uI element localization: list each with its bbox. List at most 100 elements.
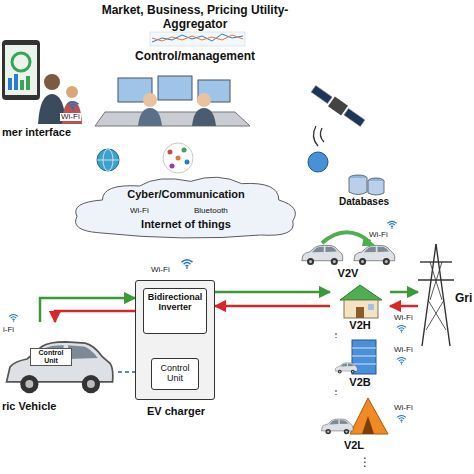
wifi-label: Wi-Fi: [60, 113, 81, 121]
node-label: Control Unit: [152, 363, 198, 384]
node-text: ric Vehicle: [2, 400, 56, 413]
communication-cloud: Cyber/CommunicationWi-Fi BluetoothInterne…: [70, 172, 302, 242]
network-icons: [97, 160, 119, 161]
cloud-outline: [70, 172, 302, 242]
customer-phone-and-people: [14, 74, 18, 90]
control-room-operators: [192, 108, 216, 126]
grid-tower: [426, 300, 444, 330]
connector: [215, 305, 330, 308]
house: [356, 307, 364, 318]
connector: [215, 291, 330, 294]
null: [311, 86, 332, 104]
customer-phone-and-people: [44, 74, 60, 90]
grid-tower: [436, 244, 450, 346]
building: [352, 364, 376, 365]
ev-charger: Bidirectional InverterControl UnitEV cha…: [135, 280, 215, 400]
v2b-group: V2B: [330, 338, 390, 390]
tent: [321, 398, 388, 434]
grid-tower: [418, 244, 454, 346]
node-text: Bluetooth: [194, 206, 228, 215]
grid-tower: [422, 244, 436, 346]
network-icons: [182, 148, 187, 153]
wifi-label: Wi-Fi: [393, 346, 414, 354]
customer-phone-and-people: [12, 53, 30, 71]
node-label: mer interface: [2, 126, 71, 139]
wifi-label: Wi-Fi: [368, 231, 389, 239]
grid-tower: [420, 261, 452, 262]
wifi-label: i-Fi: [2, 326, 15, 334]
node-label: V2V: [328, 267, 368, 280]
control-room-operators: [138, 108, 162, 126]
customer-phone-and-people: [2, 40, 40, 100]
connector: [390, 305, 418, 308]
connector: [40, 298, 135, 322]
wifi-icons: [397, 357, 406, 364]
building: [335, 340, 376, 374]
customer-phone-and-people: [8, 78, 12, 90]
null: [310, 84, 366, 128]
grid-tower: Gri: [418, 240, 474, 350]
satellite: [310, 84, 366, 146]
house: [368, 304, 374, 310]
building: [352, 356, 376, 357]
network-icons: [168, 150, 173, 155]
node-label: Databases: [322, 196, 406, 208]
price-chart: [152, 35, 243, 41]
wifi-label: Wi-Fi: [150, 266, 171, 274]
control-unit-box: Control Unit: [151, 358, 199, 390]
electric-vehicle: [7, 342, 113, 393]
v2v-cars: [354, 245, 395, 265]
network-icons: [97, 149, 119, 171]
tent: [362, 416, 374, 434]
null: [344, 108, 365, 126]
price-chart: [152, 34, 243, 42]
price-chart: [150, 32, 245, 46]
house: [340, 285, 382, 318]
control-room-operators: [143, 93, 157, 107]
node-label: Bidirectional Inverter: [144, 292, 206, 313]
node-text: Wi-Fi: [130, 206, 149, 215]
house: [340, 285, 382, 300]
wifi-icons: [9, 314, 18, 321]
node-label: Market, Business, Pricing Utility-Aggreg…: [95, 4, 295, 32]
node-label: V2H: [330, 319, 390, 332]
grid-tower: [430, 262, 442, 300]
wifi-icons: [182, 260, 193, 269]
database-icon: [368, 181, 384, 195]
network-icons: [170, 164, 175, 169]
grid-tower: [430, 262, 442, 300]
satellite: [313, 126, 318, 146]
v2l-group: V2L: [318, 395, 390, 453]
management-block: Market, Business, Pricing Utility-Aggreg…: [95, 2, 295, 66]
wifi-icons: [388, 221, 397, 228]
network-icons: [176, 156, 181, 161]
network-icons: [308, 152, 328, 172]
tent: [321, 419, 353, 434]
databases: Databases: [322, 170, 406, 210]
v2v-cars: [322, 232, 370, 243]
database-icon: [349, 175, 384, 195]
node-text: Internet of things: [70, 218, 302, 231]
tent: [350, 398, 388, 434]
control-room-operators: [158, 76, 192, 100]
building: [335, 363, 357, 374]
connector: [335, 333, 336, 338]
v2h-group: V2H: [330, 283, 390, 333]
database-icon: [349, 178, 367, 195]
wifi-icons: [397, 325, 406, 332]
connector: [390, 291, 418, 294]
node-label: Control Unit: [30, 348, 72, 366]
node-label: Cyber/Communication: [70, 188, 302, 201]
electric-vehicle: [7, 342, 113, 393]
network-icons: [185, 160, 190, 165]
electric-vehicle: Control Unit ric Vehicle: [0, 322, 118, 414]
control-room-operators: [95, 76, 250, 126]
house: [344, 300, 378, 318]
customer-phone-and-people: [68, 102, 79, 111]
network-icons: [163, 143, 193, 173]
node-label: V2L: [318, 439, 390, 452]
node-label: Gri: [454, 292, 473, 306]
continuation-mark: ⋮: [358, 456, 372, 468]
node-text: Control/management: [95, 50, 295, 64]
wifi-icons: [9, 221, 406, 422]
